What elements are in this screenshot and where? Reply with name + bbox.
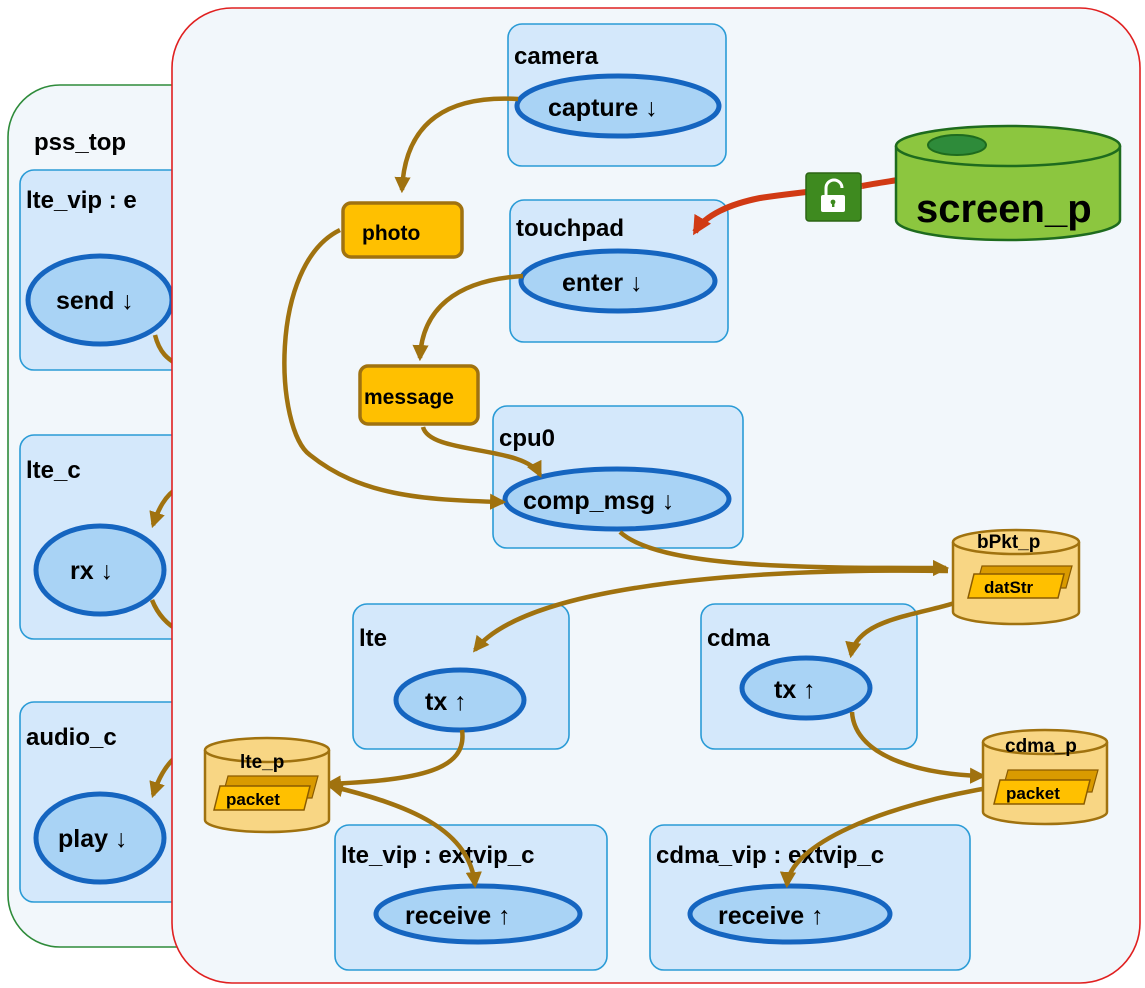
pool-tag: packet bbox=[226, 790, 280, 809]
lock-control bbox=[692, 172, 899, 236]
action-label[interactable]: send ↓ bbox=[56, 287, 134, 315]
pool-tag: datStr bbox=[984, 578, 1034, 597]
left-component-label: audio_c bbox=[26, 724, 117, 751]
left-component-lte-vip[interactable]: lte_vip : e send ↓ bbox=[19, 169, 191, 371]
left-component-lte-c[interactable]: lte_c rx ↓ bbox=[19, 434, 191, 640]
data-item-photo[interactable]: photo bbox=[341, 201, 464, 259]
pool-lte-p[interactable]: lte_p packet bbox=[203, 736, 331, 834]
action-label[interactable]: capture ↓ bbox=[548, 94, 658, 122]
pool-cdma-p[interactable]: cdma_p packet bbox=[981, 728, 1109, 826]
component-label: lte_vip : extvip_c bbox=[341, 842, 534, 869]
action-label[interactable]: rx ↓ bbox=[70, 557, 113, 585]
action-ellipse bbox=[518, 248, 718, 314]
action-ellipse bbox=[33, 523, 167, 617]
component-lte-vip[interactable]: lte_vip : extvip_c receive ↑ bbox=[334, 824, 608, 971]
action-label[interactable]: comp_msg ↓ bbox=[523, 487, 674, 515]
flow-cdma-tx-to-cdma-pool bbox=[849, 711, 987, 784]
flow-cdma-pool-to-receive bbox=[779, 780, 1004, 889]
left-component-audio-c[interactable]: audio_c play ↓ bbox=[19, 701, 191, 903]
pool-screen-p[interactable]: screen_p bbox=[894, 124, 1122, 242]
flow-bpkt-to-lte-tx bbox=[472, 568, 949, 653]
action-ellipse bbox=[33, 791, 167, 885]
left-component-label: lte_c bbox=[26, 457, 81, 484]
flow-arrows bbox=[282, 96, 1004, 889]
component-label: cpu0 bbox=[499, 425, 555, 452]
component-label: camera bbox=[514, 43, 599, 70]
action-ellipse bbox=[514, 73, 722, 139]
component-label: cdma bbox=[707, 625, 770, 652]
action-label[interactable]: tx ↑ bbox=[774, 676, 816, 704]
pool-label: screen_p bbox=[916, 187, 1092, 231]
data-item-label: message bbox=[364, 386, 454, 409]
action-label[interactable]: tx ↑ bbox=[425, 688, 467, 716]
component-cpu0[interactable]: cpu0 comp_msg ↓ bbox=[492, 405, 744, 549]
data-item-message[interactable]: message bbox=[358, 364, 480, 426]
component-camera[interactable]: camera capture ↓ bbox=[507, 23, 727, 167]
flow-capture-to-photo bbox=[394, 96, 519, 194]
data-item-label: photo bbox=[362, 222, 420, 245]
flow-photo-to-comp-msg bbox=[282, 227, 507, 510]
pool-label: cdma_p bbox=[1005, 736, 1077, 757]
flow-comp-msg-to-bpkt bbox=[618, 530, 950, 577]
flow-message-to-comp-msg bbox=[420, 426, 543, 478]
component-label: cdma_vip : extvip_c bbox=[656, 842, 884, 869]
action-label[interactable]: receive ↑ bbox=[405, 902, 511, 930]
action-ellipse bbox=[393, 667, 527, 733]
action-label[interactable]: enter ↓ bbox=[562, 269, 643, 297]
component-lte[interactable]: lte tx ↑ bbox=[352, 603, 570, 750]
action-label[interactable]: play ↓ bbox=[58, 825, 127, 853]
component-label: lte bbox=[359, 625, 387, 652]
component-cdma[interactable]: cdma tx ↑ bbox=[700, 603, 918, 750]
outer-container-label: pss_top bbox=[34, 129, 126, 156]
left-component-label: lte_vip : e bbox=[26, 187, 137, 214]
action-label[interactable]: receive ↑ bbox=[718, 902, 824, 930]
component-touchpad[interactable]: touchpad enter ↓ bbox=[509, 199, 729, 343]
pool-bpkt-p[interactable]: bPkt_p datStr bbox=[951, 528, 1081, 626]
pool-label: lte_p bbox=[240, 752, 284, 773]
component-cdma-vip[interactable]: cdma_vip : extvip_c receive ↑ bbox=[649, 824, 971, 971]
flow-lte-pool-to-receive bbox=[326, 781, 482, 889]
lock-icon bbox=[805, 172, 862, 222]
pool-label: bPkt_p bbox=[977, 532, 1040, 553]
control-arrow-tail bbox=[861, 177, 899, 189]
action-ellipse bbox=[739, 655, 873, 721]
flow-enter-to-message bbox=[412, 273, 524, 362]
component-label: touchpad bbox=[516, 215, 624, 242]
pool-tag: packet bbox=[1006, 784, 1060, 803]
